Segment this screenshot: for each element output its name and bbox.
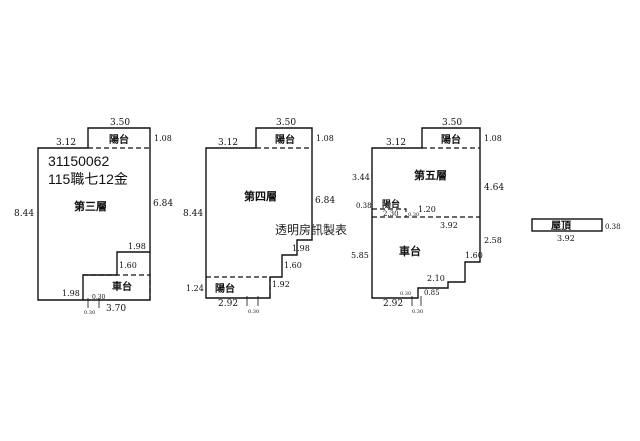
level-5-dim-left-top: 3.44 xyxy=(352,173,370,182)
level-3-outline xyxy=(37,127,151,301)
level-5-dim-tiny: 0.30 xyxy=(412,309,423,315)
level-5-balcony-top-label: 陽台 xyxy=(441,133,461,146)
level-4-dim-left: 8.44 xyxy=(183,209,203,219)
level-4-balcony-bottom-label: 陽台 xyxy=(215,282,235,295)
level-5-dim-top-left: 3.12 xyxy=(386,138,406,148)
level-4-dim-bottom-left-h: 1.24 xyxy=(186,284,204,293)
floor-plan-level-4: 3.12 3.50 1.08 8.44 6.84 1.98 1.60 1.92 … xyxy=(183,118,335,315)
level-3-garage-label: 車台 xyxy=(112,280,132,293)
level-3-balcony-label: 陽台 xyxy=(109,133,129,146)
level-5-dim-step-w: 2.10 xyxy=(427,274,445,283)
level-4-dim-step-w: 1.98 xyxy=(292,244,310,253)
document-id-label: 31150062 xyxy=(48,153,110,169)
level-5-dim-top-balcony: 3.50 xyxy=(442,118,462,128)
level-3-dim-bottom-left: 1.98 xyxy=(62,289,80,298)
roof-outline xyxy=(531,218,603,232)
level-5-dim-step-small: 0.85 xyxy=(424,289,440,297)
level-4-balcony-bottom-line xyxy=(206,276,271,298)
level-5-room-label: 第五層 xyxy=(414,168,447,182)
level-3-garage-outline xyxy=(83,252,151,301)
level-3-room-label: 第三層 xyxy=(74,199,107,213)
level-3-dim-step-h: 1.60 xyxy=(119,261,137,270)
level-3-dim-ticks xyxy=(87,298,100,308)
level-4-dim-top-left: 3.12 xyxy=(218,138,238,148)
level-4-balcony-top-label: 陽台 xyxy=(275,133,295,146)
level-3-dim-right: 6.84 xyxy=(153,199,173,209)
roof-dim-depth: 0.38 xyxy=(605,223,621,231)
level-4-dim-top-balcony: 3.50 xyxy=(276,118,296,128)
level-4-dim-step-h: 1.60 xyxy=(284,261,302,270)
level-5-dim-step-h: 1.60 xyxy=(465,251,483,260)
level-3-dim-step-w: 1.98 xyxy=(128,242,146,251)
level-3-dim-left: 8.44 xyxy=(14,209,34,219)
level-3-dim-right-top: 1.08 xyxy=(154,134,172,143)
level-5-balcony-mid-label: 陽台 xyxy=(382,198,400,210)
roof-label: 屋頂 xyxy=(551,220,572,232)
level-5-dim-bottom-w: 2.92 xyxy=(383,299,403,309)
level-4-dim-tiny: 0.30 xyxy=(248,309,259,315)
level-5-dim-mid-a: 1.20 xyxy=(418,205,436,214)
document-address-label: 115職七12金 xyxy=(48,171,128,187)
level-5-dim-right-low: 2.58 xyxy=(484,236,502,245)
level-5-dim-mid-c: 0.30 xyxy=(408,212,419,218)
level-4-room-label: 第四層 xyxy=(244,189,277,203)
level-4-dim-ticks xyxy=(246,296,259,306)
level-5-dim-left-small: 0.38 xyxy=(356,202,372,210)
level-3-dim-top-balcony: 3.50 xyxy=(110,118,130,128)
level-4-dim-bottom-w: 2.92 xyxy=(218,299,238,309)
level-5-dim-mid-b: 2.30 xyxy=(383,210,399,218)
level-5-dim-right-mid: 4.64 xyxy=(484,183,504,193)
level-4-dim-right: 6.84 xyxy=(315,196,335,206)
roof-dim-width: 3.92 xyxy=(557,234,575,243)
level-5-dim-mid-d: 3.92 xyxy=(440,221,458,230)
watermark-text: 透明房訊製表 xyxy=(275,223,348,237)
floor-plan-level-5: 3.12 3.50 1.08 3.44 0.38 5.85 4.64 1.20 … xyxy=(351,118,504,315)
level-5-dim-step-tiny: 0.30 xyxy=(400,291,411,297)
level-4-dim-step-w2: 1.92 xyxy=(272,280,290,289)
level-5-balcony-mid-line xyxy=(372,208,407,217)
level-4-dim-right-top: 1.08 xyxy=(316,134,334,143)
level-3-dim-tiny: 0.30 xyxy=(84,310,95,316)
level-3-dim-bottom-right: 3.70 xyxy=(106,304,126,314)
floor-plan-level-3: 3.12 3.50 1.08 8.44 6.84 1.98 1.60 1.98 … xyxy=(14,118,173,316)
level-3-dim-top-left: 3.12 xyxy=(56,138,76,148)
floor-plan-roof: 屋頂 3.92 0.38 xyxy=(531,218,621,243)
level-4-outline xyxy=(205,127,313,299)
level-5-garage-label: 車台 xyxy=(399,244,421,258)
level-5-dim-ticks xyxy=(411,296,422,306)
level-5-dim-left-bottom: 5.85 xyxy=(351,251,369,260)
level-5-dim-right-top: 1.08 xyxy=(484,134,502,143)
level-5-outline xyxy=(371,127,481,299)
level-3-dim-bottom-small: 0.30 xyxy=(92,294,106,301)
